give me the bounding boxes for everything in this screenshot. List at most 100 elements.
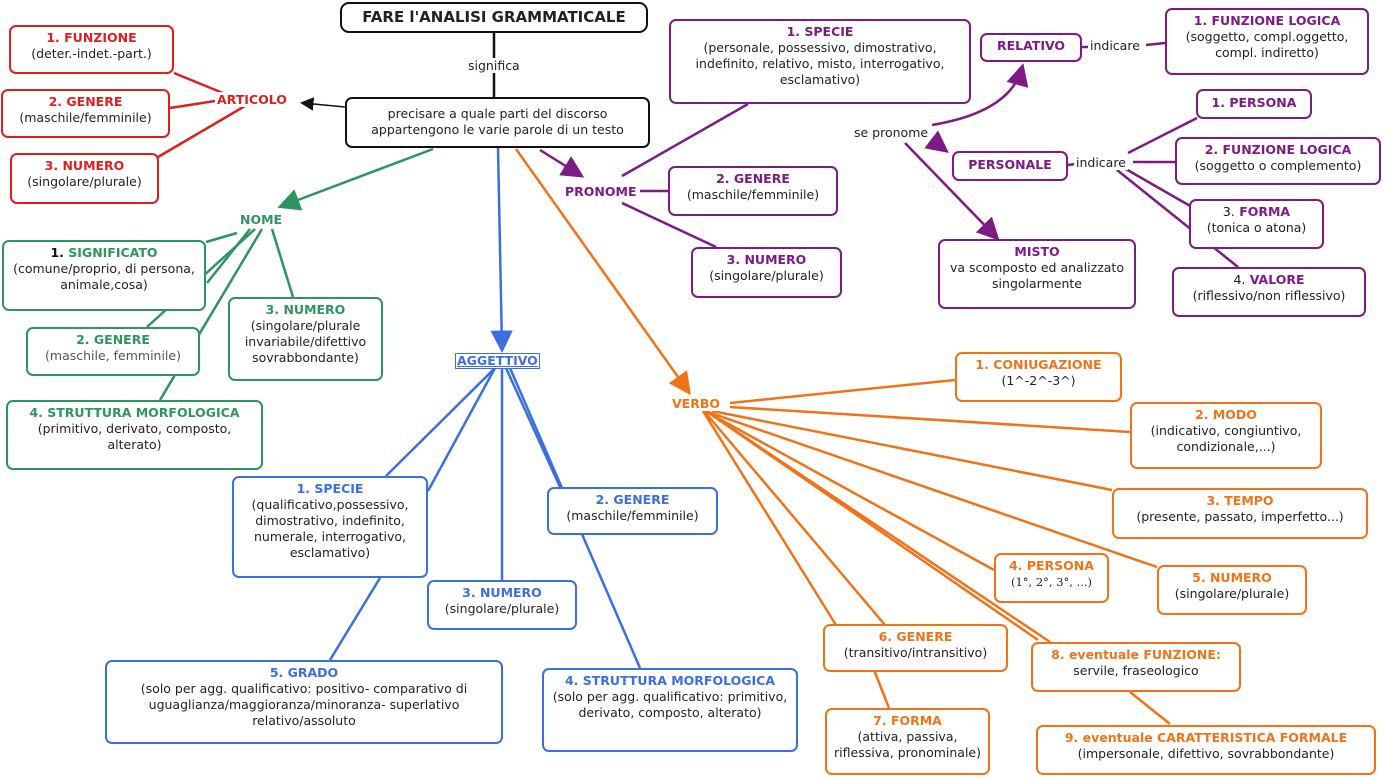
pronome-numero-title: 3. NUMERO xyxy=(726,252,807,267)
nome-significato-title: SIGNIFICATO xyxy=(68,245,158,260)
personale-valore-heading: 4. VALORE xyxy=(1178,272,1360,288)
personale-valore-number: 4. xyxy=(1233,272,1246,287)
verbo-numero-title: 5. NUMERO xyxy=(1192,570,1272,585)
pronome-genere-box: 2. GENERE (maschile/femminile) xyxy=(668,166,838,216)
articolo-funzione-title: 1. FUNZIONE xyxy=(46,30,137,45)
verbo-caratteristica-desc: (impersonale, difettivo, sovrabbondante) xyxy=(1077,746,1335,761)
nome-genere-box: 2. GENERE (maschile, femminile) xyxy=(26,327,200,376)
nome-significato-box: 1. SIGNIFICATO (comune/proprio, di perso… xyxy=(2,240,206,311)
personale-funzione-box: 2. FUNZIONE LOGICA (soggetto o complemen… xyxy=(1175,137,1381,185)
verbo-numero-box: 5. NUMERO (singolare/plurale) xyxy=(1157,565,1307,615)
aggettivo-numero-box: 3. NUMERO (singolare/plurale) xyxy=(427,580,577,630)
edge-label-personale-indicare: indicare xyxy=(1074,155,1128,170)
nome-numero-desc: (singolare/plurale invariabile/difettivo… xyxy=(244,318,367,365)
personale-persona-title: 1. PERSONA xyxy=(1211,95,1297,110)
pronome-numero-desc: (singolare/plurale) xyxy=(709,268,824,283)
personale-forma-number: 3. xyxy=(1222,204,1235,219)
nome-numero-title: 3. NUMERO xyxy=(265,302,346,317)
pronome-specie-desc: (personale, possessivo, dimostrativo, in… xyxy=(695,40,945,87)
articolo-funzione-box: 1. FUNZIONE (deter.-indet.-part.) xyxy=(9,25,174,74)
verbo-label: VERBO xyxy=(670,396,722,411)
title-box: FARE l'ANALISI GRAMMATICALE xyxy=(340,2,648,33)
relativo-funzione-title: 1. FUNZIONE LOGICA xyxy=(1193,13,1341,28)
pronome-specie-title: 1. SPECIE xyxy=(786,24,854,39)
aggettivo-specie-box: 1. SPECIE (qualificativo,possessivo, dim… xyxy=(232,476,428,578)
nome-struttura-desc: (primitivo, derivato, composto, alterato… xyxy=(37,421,232,452)
edge-label-significa: significa xyxy=(466,58,522,73)
pronome-genere-title: 2. GENERE xyxy=(716,171,790,186)
personale-forma-desc: (tonica o atona) xyxy=(1206,220,1307,235)
articolo-label: ARTICOLO xyxy=(215,92,289,107)
aggettivo-genere-desc: (maschile/femminile) xyxy=(566,508,699,523)
articolo-numero-title: 3. NUMERO xyxy=(44,158,125,173)
articolo-genere-box: 2. GENERE (maschile/femminile) xyxy=(1,89,170,138)
verbo-forma-title: 7. FORMA xyxy=(873,713,942,728)
verbo-tempo-title: 3. TEMPO xyxy=(1206,493,1274,508)
nome-struttura-title: 4. STRUTTURA MORFOLOGICA xyxy=(29,405,240,420)
misto-box: MISTO va scomposto ed analizzato singola… xyxy=(938,239,1136,309)
nome-significato-heading: 1. SIGNIFICATO xyxy=(8,245,200,261)
page-title: FARE l'ANALISI GRAMMATICALE xyxy=(362,8,626,26)
misto-title: MISTO xyxy=(1014,244,1060,259)
articolo-genere-title: 2. GENERE xyxy=(48,94,123,109)
verbo-funzione-box: 8. eventuale FUNZIONE: servile, fraseolo… xyxy=(1031,642,1241,692)
edge-label-relativo-indicare: indicare xyxy=(1088,38,1142,53)
nome-genere-title: 2. GENERE xyxy=(76,332,150,347)
articolo-numero-desc: (singolare/plurale) xyxy=(27,174,142,189)
verbo-persona-box: 4. PERSONA (1°, 2°, 3°, ...) xyxy=(994,553,1109,603)
nome-genere-desc: (maschile, femminile) xyxy=(45,348,181,363)
aggettivo-struttura-desc: (solo per agg. qualificativo: primitivo,… xyxy=(552,689,788,720)
verbo-tempo-box: 3. TEMPO (presente, passato, imperfetto.… xyxy=(1112,488,1368,539)
relativo-box: RELATIVO xyxy=(980,33,1082,62)
articolo-numero-box: 3. NUMERO (singolare/plurale) xyxy=(10,153,159,204)
verbo-genere-desc: (transitivo/intransitivo) xyxy=(843,645,988,660)
aggettivo-struttura-box: 4. STRUTTURA MORFOLOGICA (solo per agg. … xyxy=(542,668,798,752)
edge-label-se-pronome: se pronome xyxy=(852,125,931,140)
verbo-numero-desc: (singolare/plurale) xyxy=(1174,586,1290,601)
nome-label: NOME xyxy=(238,212,285,227)
aggettivo-genere-title: 2. GENERE xyxy=(595,492,670,507)
aggettivo-genere-box: 2. GENERE (maschile/femminile) xyxy=(547,487,718,535)
relativo-funzione-box: 1. FUNZIONE LOGICA (soggetto, compl.ogge… xyxy=(1165,8,1369,75)
pronome-label: PRONOME xyxy=(563,184,639,199)
aggettivo-numero-desc: (singolare/plurale) xyxy=(444,601,560,616)
aggettivo-numero-title: 3. NUMERO xyxy=(462,585,542,600)
definition-box: precisare a quale parti del discorso app… xyxy=(345,97,650,148)
personale-persona-box: 1. PERSONA xyxy=(1196,89,1312,119)
aggettivo-grado-box: 5. GRADO (solo per agg. qualificativo: p… xyxy=(105,660,503,744)
verbo-modo-title: 2. MODO xyxy=(1195,407,1257,422)
verbo-persona-desc: (1°, 2°, 3°, ...) xyxy=(1010,575,1093,589)
personale-funzione-title: 2. FUNZIONE LOGICA xyxy=(1204,142,1352,157)
personale-valore-title: VALORE xyxy=(1249,272,1305,287)
verbo-funzione-desc: servile, fraseologico xyxy=(1073,663,1199,678)
verbo-forma-desc: (attiva, passiva, riflessiva, pronominal… xyxy=(834,729,981,760)
nome-significato-desc: (comune/proprio, di persona, animale,cos… xyxy=(13,261,195,292)
aggettivo-specie-title: 1. SPECIE xyxy=(296,481,364,496)
relativo-funzione-desc: (soggetto, compl.oggetto, compl. indiret… xyxy=(1185,29,1349,60)
personale-box: PERSONALE xyxy=(952,151,1068,181)
aggettivo-grado-desc: (solo per agg. qualificativo: positivo- … xyxy=(140,681,468,728)
verbo-modo-desc: (indicativo, congiuntivo, condizionale,.… xyxy=(1150,423,1302,454)
personale-valore-box: 4. VALORE (riflessivo/non riflessivo) xyxy=(1172,267,1366,317)
verbo-funzione-title: 8. eventuale FUNZIONE: xyxy=(1051,647,1221,662)
verbo-modo-box: 2. MODO (indicativo, congiuntivo, condiz… xyxy=(1130,402,1322,469)
aggettivo-grado-title: 5. GRADO xyxy=(269,665,339,680)
pronome-numero-box: 3. NUMERO (singolare/plurale) xyxy=(691,247,842,298)
pronome-genere-desc: (maschile/femminile) xyxy=(686,187,820,202)
articolo-funzione-desc: (deter.-indet.-part.) xyxy=(31,46,152,61)
verbo-forma-box: 7. FORMA (attiva, passiva, riflessiva, p… xyxy=(825,708,990,775)
verbo-persona-title: 4. PERSONA xyxy=(1009,558,1094,573)
verbo-coniugazione-title: 1. CONIUGAZIONE xyxy=(975,357,1102,372)
aggettivo-struttura-title: 4. STRUTTURA MORFOLOGICA xyxy=(564,673,775,688)
aggettivo-label: AGGETTIVO xyxy=(455,353,540,369)
verbo-coniugazione-box: 1. CONIUGAZIONE (1^-2^-3^) xyxy=(955,352,1122,402)
personale-forma-heading: 3. FORMA xyxy=(1195,204,1318,220)
verbo-genere-box: 6. GENERE (transitivo/intransitivo) xyxy=(823,624,1008,672)
personale-title: PERSONALE xyxy=(968,157,1052,172)
verbo-genere-title: 6. GENERE xyxy=(878,629,953,644)
definition-text: precisare a quale parti del discorso app… xyxy=(371,106,624,137)
verbo-tempo-desc: (presente, passato, imperfetto...) xyxy=(1136,509,1344,524)
nome-numero-box: 3. NUMERO (singolare/plurale invariabile… xyxy=(228,297,383,381)
personale-forma-box: 3. FORMA (tonica o atona) xyxy=(1189,199,1324,249)
